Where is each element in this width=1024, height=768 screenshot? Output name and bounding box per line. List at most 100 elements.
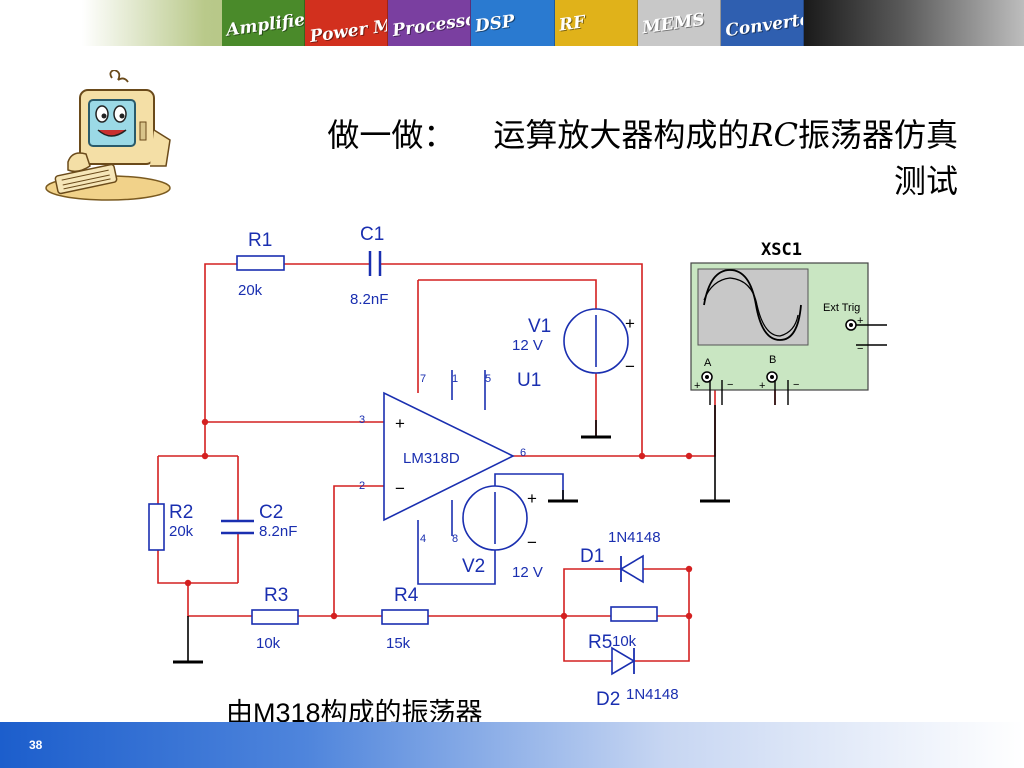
junction-dot	[201, 452, 209, 460]
scope-ext-trig: Ext Trig	[823, 302, 860, 314]
r3-value: 10k	[256, 635, 281, 652]
resistor-r3: R3 10k	[251, 585, 299, 652]
resistor-r4: R4 15k	[381, 585, 429, 652]
v1-minus: −	[625, 357, 635, 376]
wire	[187, 583, 252, 617]
title-line-1: 做一做： 运算放大器构成的RC振荡器仿真	[212, 112, 958, 158]
wire	[494, 473, 564, 501]
ground-layer	[173, 405, 730, 664]
v1-value: 12 V	[512, 337, 543, 354]
junction-dot	[560, 612, 568, 620]
r2-value: 20k	[169, 523, 194, 540]
c2-label: C2	[259, 502, 283, 523]
scope-a-plus: +	[694, 380, 700, 392]
scope-trig-minus: −	[857, 343, 863, 355]
r1-label: R1	[248, 230, 272, 251]
oscilloscope-xsc1: XSC1 Ext Trig A B + − + − + −	[690, 240, 887, 405]
r3-label: R3	[264, 585, 288, 606]
wire	[418, 279, 597, 309]
scope-channel-b: B	[769, 354, 776, 366]
title-main-b: 振荡器仿真	[797, 116, 958, 154]
c2-value: 8.2nF	[259, 523, 297, 540]
junction-dot	[638, 452, 646, 460]
diode-d2: D2 1N4148	[596, 646, 679, 710]
wire	[513, 380, 716, 457]
title-main-a: 运算放大器构成的	[493, 116, 750, 154]
page-number: 38	[29, 738, 43, 752]
footer-band	[0, 722, 1024, 768]
banner-tile: Processors	[388, 0, 472, 46]
c1-label: C1	[360, 224, 384, 245]
c1-value: 8.2nF	[350, 291, 388, 308]
scope-b-plus: +	[759, 380, 765, 392]
title-rc: RC	[749, 116, 798, 154]
v2-minus: −	[527, 533, 537, 552]
r1-value: 20k	[238, 282, 263, 299]
pin-2: 2	[359, 480, 365, 492]
d2-part: 1N4148	[626, 686, 679, 703]
v2-plus: +	[527, 489, 537, 508]
wire	[204, 263, 237, 422]
pin-8: 8	[452, 533, 458, 545]
wire	[417, 520, 496, 585]
junction-dot	[685, 565, 693, 573]
banner-tile: Power Management	[305, 0, 389, 46]
r5-label: R5	[588, 632, 612, 653]
v2-label: V2	[462, 556, 485, 577]
pin-3: 3	[359, 414, 365, 426]
banner-gradient-end	[804, 0, 1024, 46]
r4-value: 15k	[386, 635, 411, 652]
op-amp-u1: + − LM318D U1 7 1 5 3 2 6 4 8	[359, 370, 541, 545]
banner-tile: MEMS	[637, 0, 721, 46]
resistor-r5: R5 10k	[588, 606, 658, 653]
resistor-r1: R1 20k	[236, 230, 285, 299]
r5-value: 10k	[612, 633, 637, 650]
r4-label: R4	[394, 585, 419, 606]
junction-dot	[184, 579, 192, 587]
v2-value: 12 V	[512, 564, 543, 581]
scope-trig-plus: +	[857, 315, 863, 327]
scope-label: XSC1	[761, 240, 802, 260]
title-prefix: 做一做：	[327, 116, 456, 154]
v1-label: V1	[528, 316, 551, 337]
pin-4: 4	[420, 533, 426, 545]
scope-b-minus: −	[793, 379, 799, 391]
banner-tile: DSP	[471, 0, 555, 46]
d1-label: D1	[580, 546, 604, 567]
diode-d1: D1 1N4148	[580, 529, 661, 584]
op-amp-plus: +	[395, 414, 405, 433]
title-line-2: 测试	[893, 162, 958, 200]
wire	[333, 485, 384, 616]
capacitor-c1: C1 8.2nF	[350, 224, 388, 308]
voltage-source-v1: + − V1 12 V	[512, 308, 635, 376]
r2-label: R2	[169, 502, 193, 523]
scope-channel-a: A	[704, 357, 712, 369]
wire	[380, 263, 643, 455]
op-amp-minus: −	[395, 479, 405, 498]
junction-dot	[201, 418, 209, 426]
voltage-source-v2: + − V2 12 V	[462, 485, 543, 581]
resistor-r2: R2 20k	[148, 502, 194, 551]
banner-tile: RF	[554, 0, 638, 46]
junction-dot	[685, 612, 693, 620]
op-amp-part: LM318D	[403, 450, 460, 467]
junction-dot	[685, 452, 693, 460]
wire	[157, 550, 238, 584]
pin-1: 1	[452, 373, 458, 385]
banner-tile: Amplifiers	[222, 0, 306, 46]
pin-5: 5	[485, 373, 491, 385]
v1-plus: +	[625, 314, 635, 333]
d1-part: 1N4148	[608, 529, 661, 546]
computer-mascot-illustration	[45, 70, 171, 201]
wire	[563, 616, 612, 662]
pin-6: 6	[520, 447, 526, 459]
d2-label: D2	[596, 689, 620, 710]
pin-7: 7	[420, 373, 426, 385]
scope-a-minus: −	[727, 379, 733, 391]
junction-layer	[184, 418, 693, 620]
capacitor-c2: C2 8.2nF	[221, 502, 297, 540]
junction-dot	[330, 612, 338, 620]
banner-tile: Converters	[720, 0, 804, 46]
